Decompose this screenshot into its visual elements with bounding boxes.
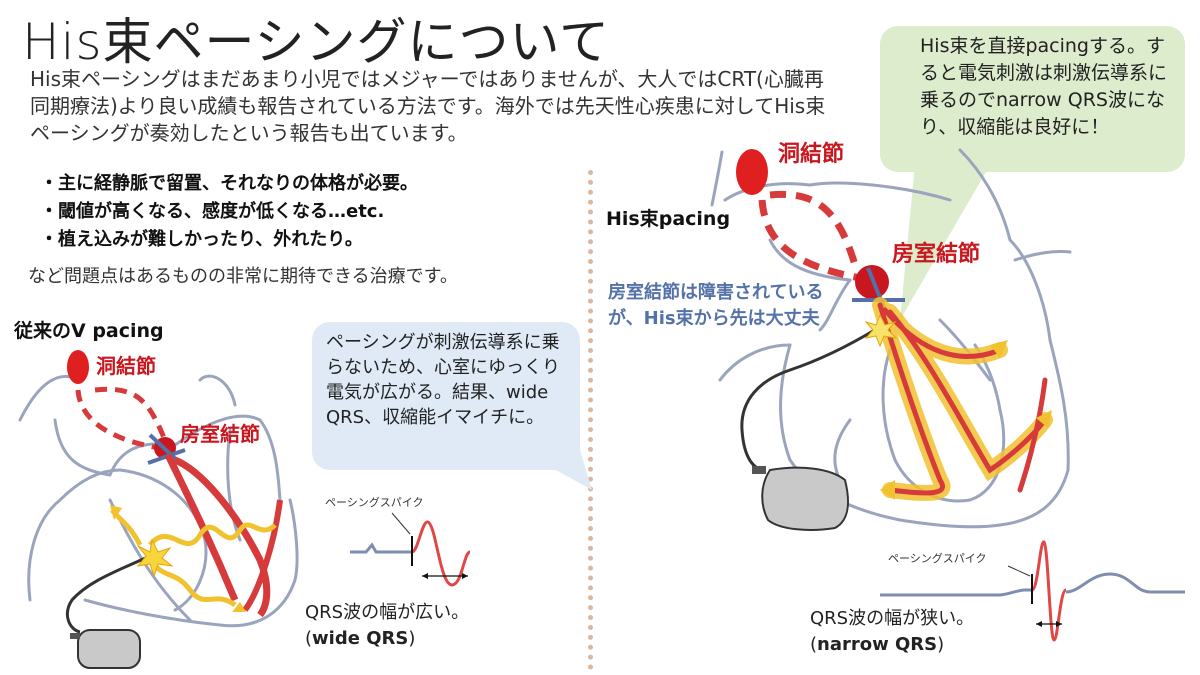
right-pacing-lead [740, 326, 879, 472]
summary-text: など問題点はあるものの非常に期待できる治療です。 [28, 266, 458, 287]
right-sa-to-av-path-upper [769, 190, 859, 267]
right-qrs-line2: (narrow QRS) [810, 634, 945, 655]
right-pacemaker-device [761, 466, 849, 531]
left-qrs-line2: (wide QRS) [305, 628, 416, 649]
left-sa-to-av-path-upper [94, 386, 168, 441]
right-wave-arrow-2 [990, 340, 1008, 358]
right-device-connector [752, 466, 766, 474]
av-node-note: 房室結節は障害されているが、His束から先は大丈夫 [608, 282, 824, 329]
left-bundle-branch-3 [242, 499, 283, 612]
list-item: ・植え込みが難しかったり、外れたり。 [40, 229, 363, 250]
v-pacing-callout-bubble [312, 322, 580, 470]
left-sa-to-av-path-lower [75, 389, 161, 451]
v-pacing-callout-tail [520, 450, 592, 490]
his-pacing-callout-bubble [880, 26, 1185, 172]
left-slow-wave [148, 522, 277, 547]
right-conduction-red [877, 302, 1048, 496]
right-sa-node [736, 149, 768, 195]
left-pacing-spark-icon [136, 538, 174, 578]
right-qrs-term: narrow QRS [817, 634, 938, 655]
v-pacing-callout-text: ペーシングが刺激伝導系に乗らないため、心室にゆっくり電気が広がる。結果、wide… [326, 332, 560, 428]
list-item: ・主に経静脈で留置、それなりの体格が必要。 [40, 173, 418, 194]
right-wave-arrow [880, 480, 895, 500]
left-qrs-caption: QRS波の幅が広い。 (wide QRS) [305, 600, 469, 652]
left-av-node-label: 房室結節 [180, 422, 260, 446]
page-title: His束ペーシングについて [22, 13, 611, 71]
list-item: ・閾値が高くなる、感度が低くなる…etc. [40, 201, 385, 222]
right-av-node-label: 房室結節 [892, 242, 981, 267]
right-ecg-trace [880, 540, 1185, 642]
intro-paragraph: His束ペーシングはまだあまり小児ではメジャーではありませんが、大人ではCRT(… [30, 67, 826, 145]
his-pacing-heading: His束pacing [606, 208, 731, 230]
right-sa-to-av-path-lower [758, 199, 861, 282]
left-qrs-term: wide QRS [312, 628, 409, 649]
his-pacing-callout-text: His束を直接pacingする。すると電気刺激は刺激伝導系に乗るのでnarrow… [920, 35, 1168, 138]
left-sa-node-label: 洞結節 [96, 354, 156, 378]
problem-list: ・主に経静脈で留置、それなりの体格が必要。 ・閾値が高くなる、感度が低くなる…e… [40, 170, 418, 254]
left-ecg-trace [350, 512, 471, 587]
left-bundle-branch [164, 453, 239, 602]
right-qrs-line1: QRS波の幅が狭い。 [810, 608, 975, 629]
left-bundle-branch-2 [173, 456, 271, 618]
left-spike-label: ペーシングスパイク [325, 496, 424, 509]
left-wave-arrow-2 [232, 602, 246, 612]
right-spike-label: ペーシングスパイク [888, 552, 987, 565]
right-qrs-caption: QRS波の幅が狭い。 (narrow QRS) [810, 606, 974, 658]
v-pacing-heading: 従来のV pacing [14, 320, 164, 342]
left-pacing-lead [66, 553, 153, 634]
left-pacemaker-device [77, 629, 141, 669]
left-sa-node [67, 350, 89, 384]
his-pacing-callout-tail [900, 165, 990, 320]
left-device-connector [70, 633, 80, 639]
left-wave-arrow [110, 505, 122, 520]
left-qrs-line1: QRS波の幅が広い。 [305, 602, 470, 623]
right-pacing-spark-icon [864, 313, 898, 348]
section-divider [588, 170, 593, 670]
right-sa-node-label: 洞結節 [778, 142, 845, 167]
left-slow-wave-2 [148, 558, 237, 608]
right-wave-arrow-3 [1036, 410, 1052, 428]
